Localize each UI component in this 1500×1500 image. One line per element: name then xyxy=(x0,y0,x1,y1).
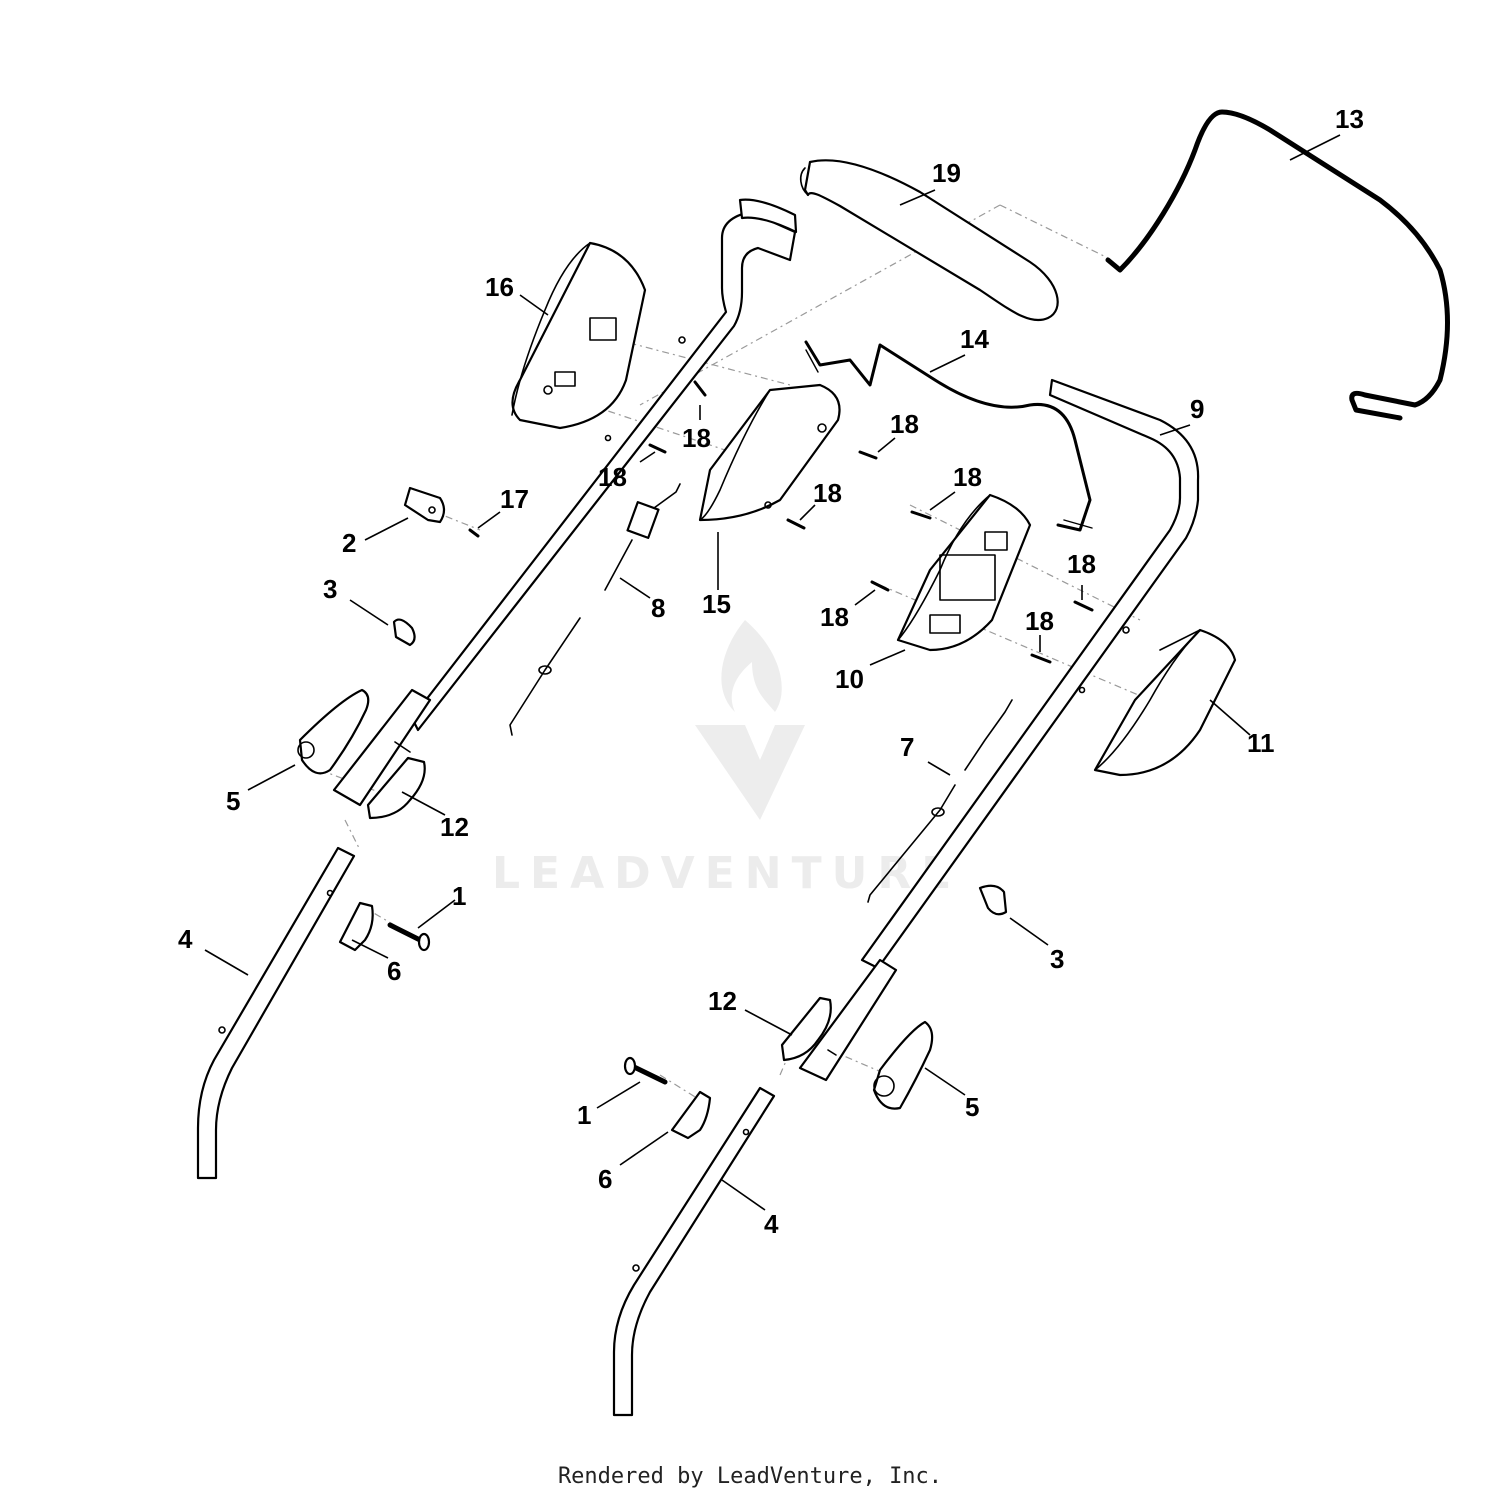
callout-18-g: 18 xyxy=(820,602,849,632)
operator-bail xyxy=(1105,109,1450,421)
callout-17: 17 xyxy=(500,484,529,514)
part-17-screw xyxy=(468,528,480,538)
callout-4-a: 4 xyxy=(178,924,193,954)
leader-lines xyxy=(204,134,1341,1211)
callout-3-a: 3 xyxy=(323,574,337,604)
render-credit: Rendered by LeadVenture, Inc. xyxy=(557,1464,943,1489)
callout-1-a: 1 xyxy=(452,881,466,911)
part-6-clamp-right xyxy=(670,1090,712,1140)
callout-12-a: 12 xyxy=(440,812,469,842)
lower-handle-left xyxy=(196,846,356,1180)
callout-8: 8 xyxy=(651,593,665,623)
cable-left xyxy=(509,483,681,736)
callout-6-b: 6 xyxy=(598,1164,612,1194)
callout-7: 7 xyxy=(900,732,914,762)
callout-5-b: 5 xyxy=(965,1092,979,1122)
part-3-knob-left xyxy=(392,618,416,647)
part-6-clamp-left xyxy=(338,901,374,952)
callout-18-h: 18 xyxy=(1025,606,1054,636)
callout-11: 11 xyxy=(1247,728,1275,758)
callout-5-a: 5 xyxy=(226,786,240,816)
callout-2: 2 xyxy=(342,528,356,558)
cable-right xyxy=(867,699,1013,903)
upper-handle-right-arm xyxy=(798,378,1200,1082)
callout-1-b: 1 xyxy=(577,1100,591,1130)
part-18-screws xyxy=(648,380,1094,664)
callout-15: 15 xyxy=(702,589,731,619)
callout-18-c: 18 xyxy=(598,462,627,492)
callout-14: 14 xyxy=(960,324,989,354)
cover-left xyxy=(511,241,647,430)
callout-18-d: 18 xyxy=(953,462,982,492)
callout-18-a: 18 xyxy=(682,423,711,453)
callout-9: 9 xyxy=(1190,394,1204,424)
part-3-knob-right xyxy=(978,884,1008,916)
part-5-lever-right xyxy=(872,1020,934,1110)
handle-grip xyxy=(799,159,1059,322)
part-1-bolt-right xyxy=(623,1056,668,1085)
callout-10: 10 xyxy=(835,664,864,694)
cover-center xyxy=(698,383,841,522)
cable-guide-wire xyxy=(804,340,1093,532)
callout-19: 19 xyxy=(932,158,961,188)
callout-16: 16 xyxy=(485,272,514,302)
part-2-clip xyxy=(403,486,446,524)
cover-right-outer xyxy=(1093,628,1237,777)
callout-18-b: 18 xyxy=(890,409,919,439)
callouts: 13 19 16 14 9 18 18 18 18 18 17 2 18 3 8… xyxy=(178,104,1364,1239)
part-5-lever-left xyxy=(297,688,370,775)
callout-13: 13 xyxy=(1335,104,1364,134)
watermark-text: LEADVENTURE xyxy=(492,848,961,899)
callout-12-b: 12 xyxy=(708,986,737,1016)
part-12-clip-left xyxy=(366,756,426,820)
callout-18-f: 18 xyxy=(1067,549,1096,579)
callout-6-a: 6 xyxy=(387,956,401,986)
upper-handle xyxy=(332,198,798,807)
cover-right-inner xyxy=(896,493,1032,652)
lower-handle-right xyxy=(612,1086,776,1417)
callout-18-e: 18 xyxy=(813,478,842,508)
callout-3-b: 3 xyxy=(1050,944,1064,974)
part-1-bolt-left xyxy=(387,922,431,952)
part-12-clip-right xyxy=(780,996,832,1062)
leadventure-watermark: LEADVENTURE xyxy=(492,620,961,899)
callout-4-b: 4 xyxy=(764,1209,779,1239)
